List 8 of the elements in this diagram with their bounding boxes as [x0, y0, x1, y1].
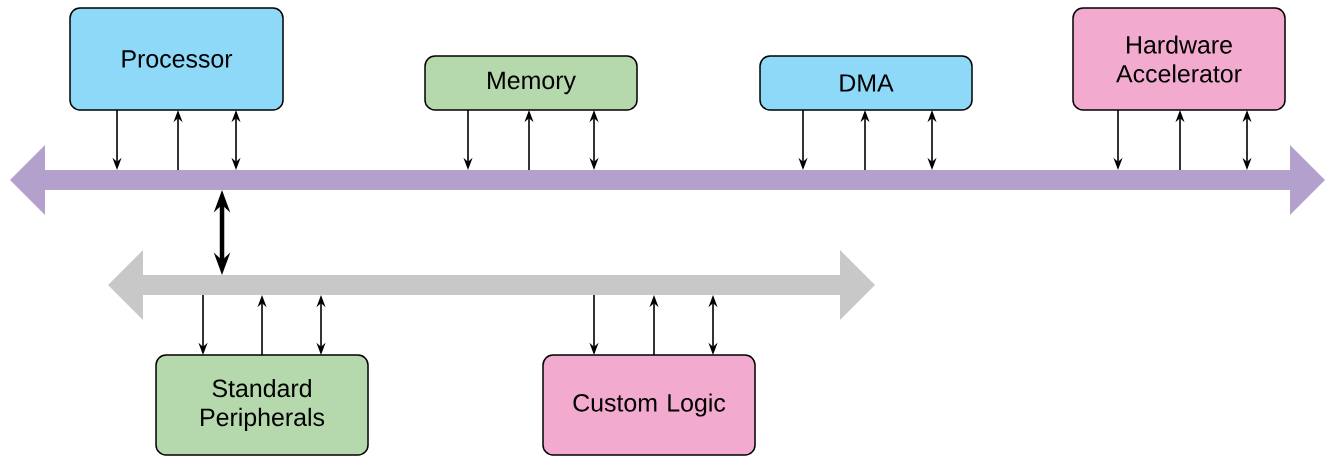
- bus-bar: [108, 250, 875, 320]
- module-box: Hardware Accelerator: [1072, 7, 1286, 111]
- bus-bar: [10, 145, 1325, 215]
- module-box: Processor: [69, 7, 284, 111]
- module-box: Standard Peripherals: [155, 354, 369, 456]
- module-box: Memory: [424, 55, 638, 111]
- module-box: DMA: [759, 55, 973, 111]
- module-box: Custom Logic: [542, 354, 756, 456]
